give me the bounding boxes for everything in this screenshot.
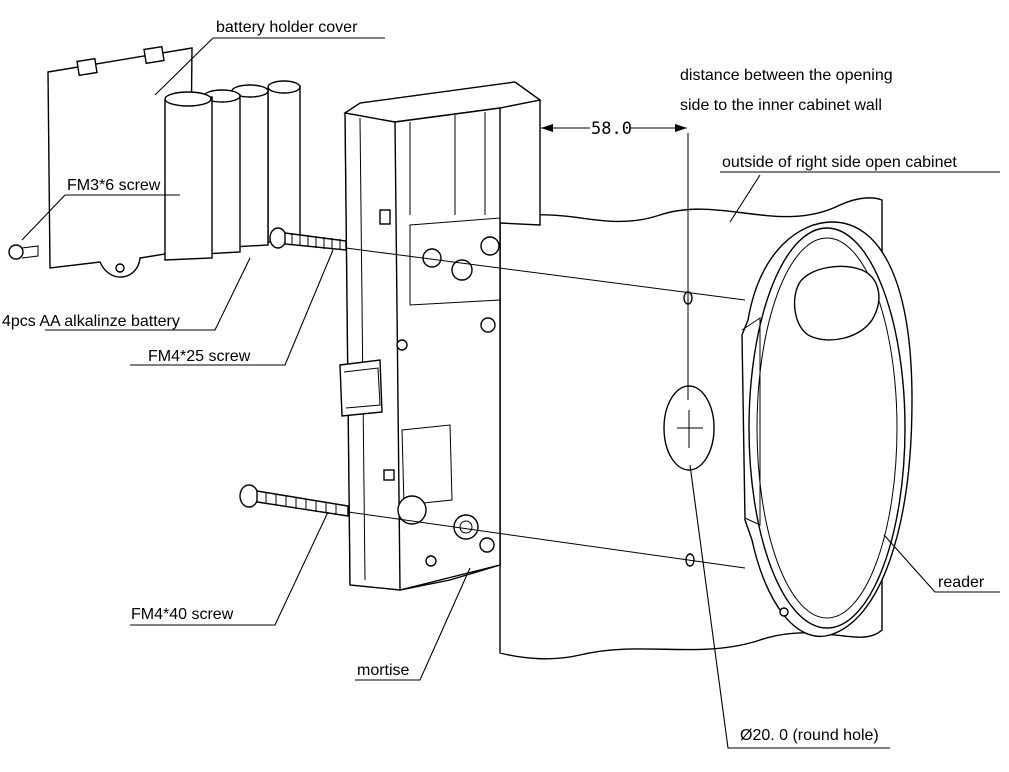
fm4-40-screw <box>239 484 349 517</box>
mortise-body <box>339 81 542 591</box>
leader-cover <box>154 37 385 96</box>
fm3-screw <box>8 244 39 260</box>
leader-mortise <box>355 567 471 681</box>
label-outside-cabinet: outside of right side open cabinet <box>722 154 957 171</box>
label-fm3-screw: FM3*6 screw <box>67 177 161 194</box>
dimension-value: 58.0 <box>591 119 632 139</box>
leader-cabinet <box>720 171 1000 223</box>
leader-fm4-25 <box>130 249 334 366</box>
aa-batteries <box>164 80 301 261</box>
leader-reader <box>883 534 1000 593</box>
axis-line-upper <box>345 247 746 301</box>
dimension-58: 58.0 <box>541 119 687 139</box>
label-battery-holder-cover: battery holder cover <box>216 19 358 36</box>
label-distance-line2: side to the inner cabinet wall <box>680 97 882 114</box>
label-distance-line1: distance between the opening <box>680 67 893 84</box>
label-reader: reader <box>938 574 985 591</box>
label-fm4-25-screw: FM4*25 screw <box>148 348 251 365</box>
fm4-25-screw <box>269 227 347 251</box>
leader-battery <box>45 257 251 331</box>
leader-fm4-40 <box>130 511 329 626</box>
label-aa-battery: 4pcs AA alkalinze battery <box>2 313 180 330</box>
leader-round-hole <box>689 464 890 749</box>
reader <box>741 221 913 638</box>
label-round-hole: Ø20. 0 (round hole) <box>740 727 879 744</box>
label-fm4-40-screw: FM4*40 screw <box>131 606 234 623</box>
axis-line-lower <box>347 511 746 569</box>
leader-fm3 <box>21 194 180 241</box>
battery-holder-cover <box>47 45 193 278</box>
label-mortise: mortise <box>357 662 410 679</box>
